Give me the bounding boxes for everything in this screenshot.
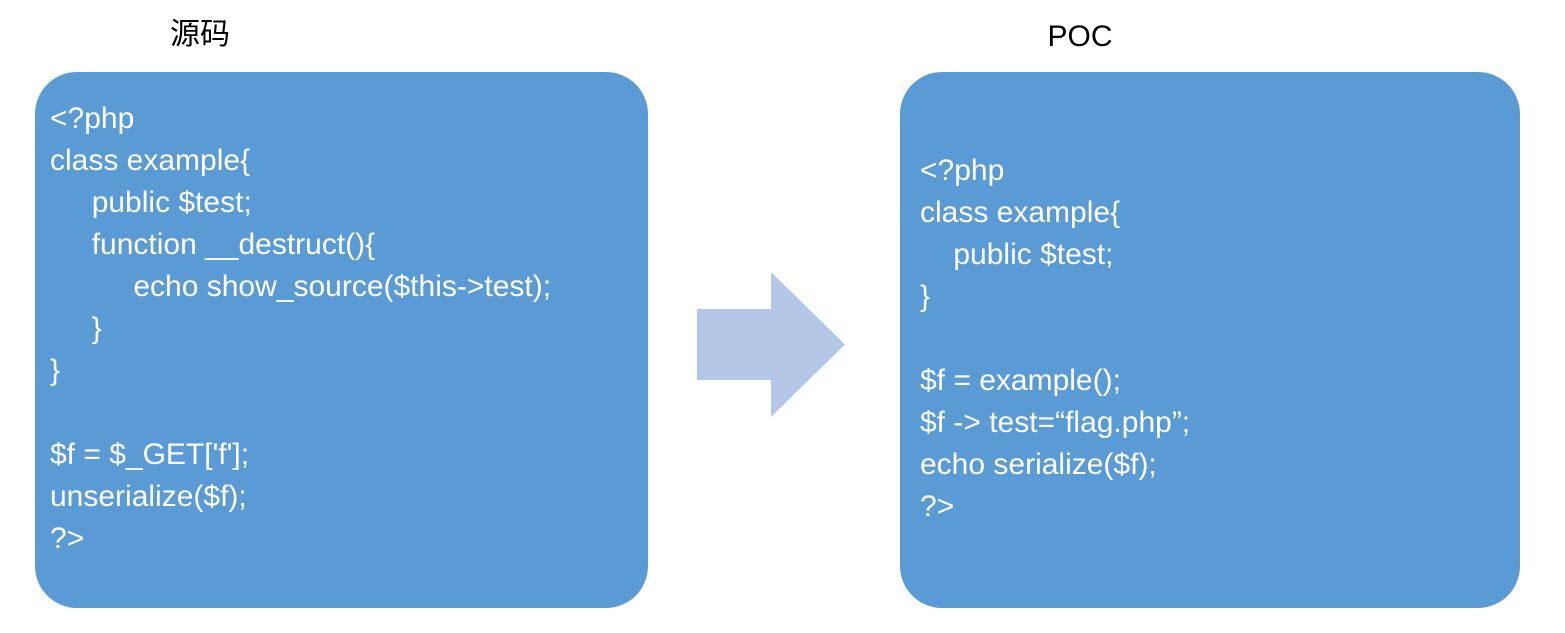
right-arrow-polygon [697, 272, 845, 417]
right-arrow-icon [697, 272, 845, 417]
source-code-panel: <?php class example{ public $test; funct… [35, 72, 648, 608]
source-code-text: <?php class example{ public $test; funct… [50, 102, 552, 555]
poc-code-text: <?php class example{ public $test; } $f … [920, 154, 1191, 523]
poc-code-panel: <?php class example{ public $test; } $f … [900, 72, 1520, 608]
poc-panel-title: POC [1047, 20, 1113, 53]
right-arrow-shape [697, 272, 845, 417]
source-panel-title: 源码 [170, 18, 230, 51]
